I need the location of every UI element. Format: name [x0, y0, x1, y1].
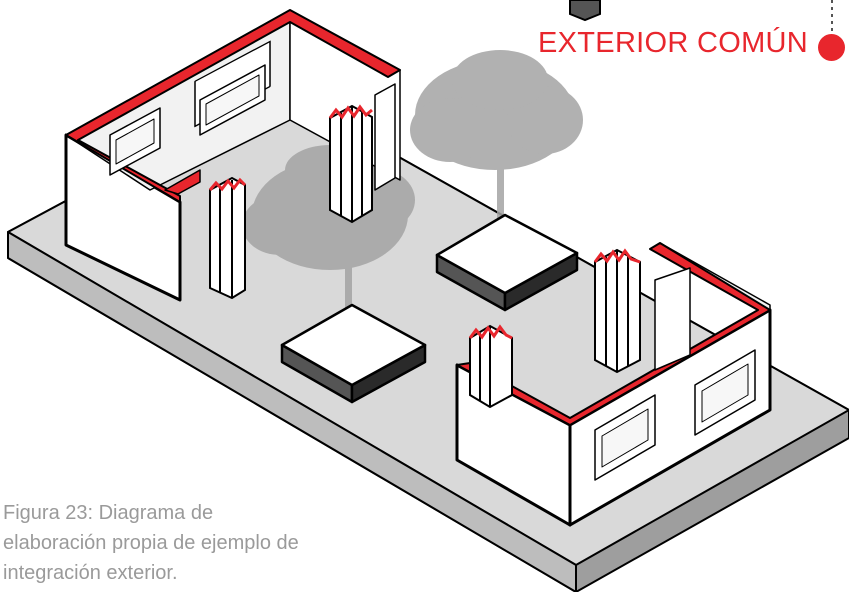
exterior-comun-label: EXTERIOR COMÚN — [538, 27, 809, 59]
right-building — [455, 242, 772, 527]
callout-dot — [818, 34, 845, 61]
folding-panel-left — [208, 176, 247, 300]
folding-panel-right-a — [593, 248, 641, 374]
callout-block — [569, 0, 601, 22]
figure-caption: Figura 23: Diagrama de elaboración propi… — [3, 502, 299, 584]
folding-panel-right-b — [468, 324, 513, 409]
tree-right — [410, 50, 583, 260]
planter-box-right — [435, 213, 579, 312]
folding-panel-center — [328, 104, 373, 224]
planter-box-left — [280, 303, 427, 404]
